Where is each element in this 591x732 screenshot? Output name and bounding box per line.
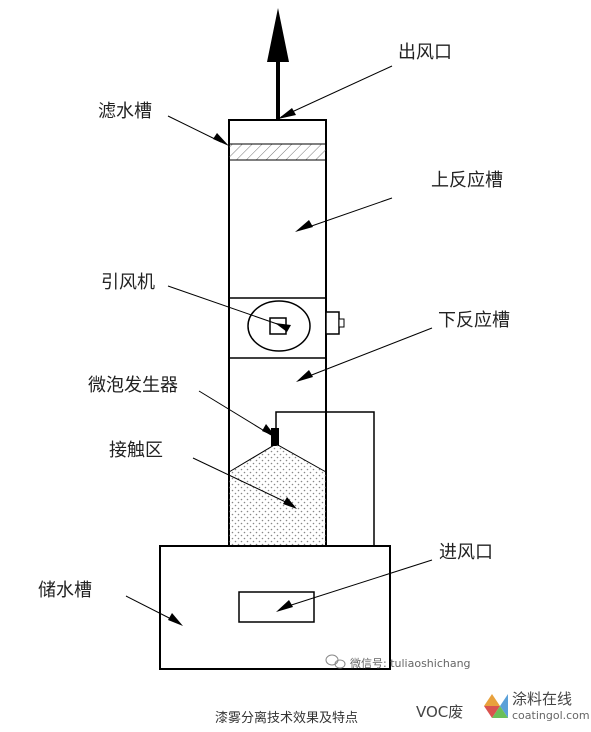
brand-url: coatingol.com [512, 709, 590, 722]
brand-logo-icon [484, 694, 508, 718]
voc-text: VOC废 [416, 703, 463, 721]
label-fan: 引风机 [101, 272, 155, 293]
brand-watermark: VOC废 涂料在线 coatingol.com [416, 690, 590, 722]
label-inlet: 进风口 [439, 542, 493, 563]
label-contact-zone: 接触区 [109, 440, 163, 461]
label-lower-reaction: 下反应槽 [438, 310, 510, 331]
wechat-id: 微信号: tuliaoshichang [350, 656, 471, 670]
fan-unit [247, 300, 345, 352]
label-upper-reaction: 上反应槽 [431, 170, 503, 191]
microbubble-generator [271, 428, 279, 446]
exhaust-arrow [267, 8, 289, 120]
label-storage-tank: 储水槽 [38, 580, 92, 601]
label-outlet: 出风口 [398, 42, 452, 63]
filter-tank-layer [228, 143, 327, 161]
brand-name: 涂料在线 [512, 690, 572, 708]
wechat-watermark: 微信号: tuliaoshichang [325, 654, 471, 670]
label-filter-tank: 滤水槽 [98, 101, 152, 122]
label-microbubble: 微泡发生器 [88, 375, 178, 396]
wechat-icon [325, 654, 346, 669]
air-pipe [275, 411, 375, 548]
contact-zone-area [228, 443, 327, 549]
caption: 漆雾分离技术效果及特点 [215, 710, 358, 726]
leader-arrowheads [168, 108, 313, 626]
storage-tank [159, 545, 391, 670]
inlet-opening [238, 591, 315, 623]
